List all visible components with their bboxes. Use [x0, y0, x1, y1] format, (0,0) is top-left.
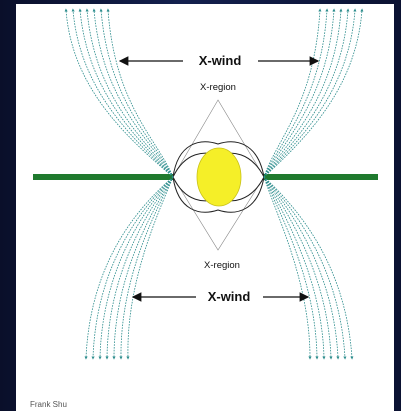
diagram-panel — [16, 4, 394, 411]
top-wind-label: X-wind — [199, 53, 242, 68]
bottom-wind-label: X-wind — [208, 289, 251, 304]
bottom-region-label: X-region — [204, 260, 240, 271]
accretion-disk — [33, 174, 173, 180]
field-lines-upper-right — [263, 8, 364, 178]
field-lines-lower-left — [84, 176, 174, 360]
central-star — [196, 147, 242, 207]
field-lines-upper-left — [64, 8, 174, 178]
field-lines-lower-right — [263, 176, 354, 360]
accretion-disk — [263, 174, 378, 180]
top-region-label: X-region — [200, 82, 236, 93]
x-region-diamond — [172, 99, 265, 251]
image-credit: Frank Shu — [30, 400, 67, 409]
